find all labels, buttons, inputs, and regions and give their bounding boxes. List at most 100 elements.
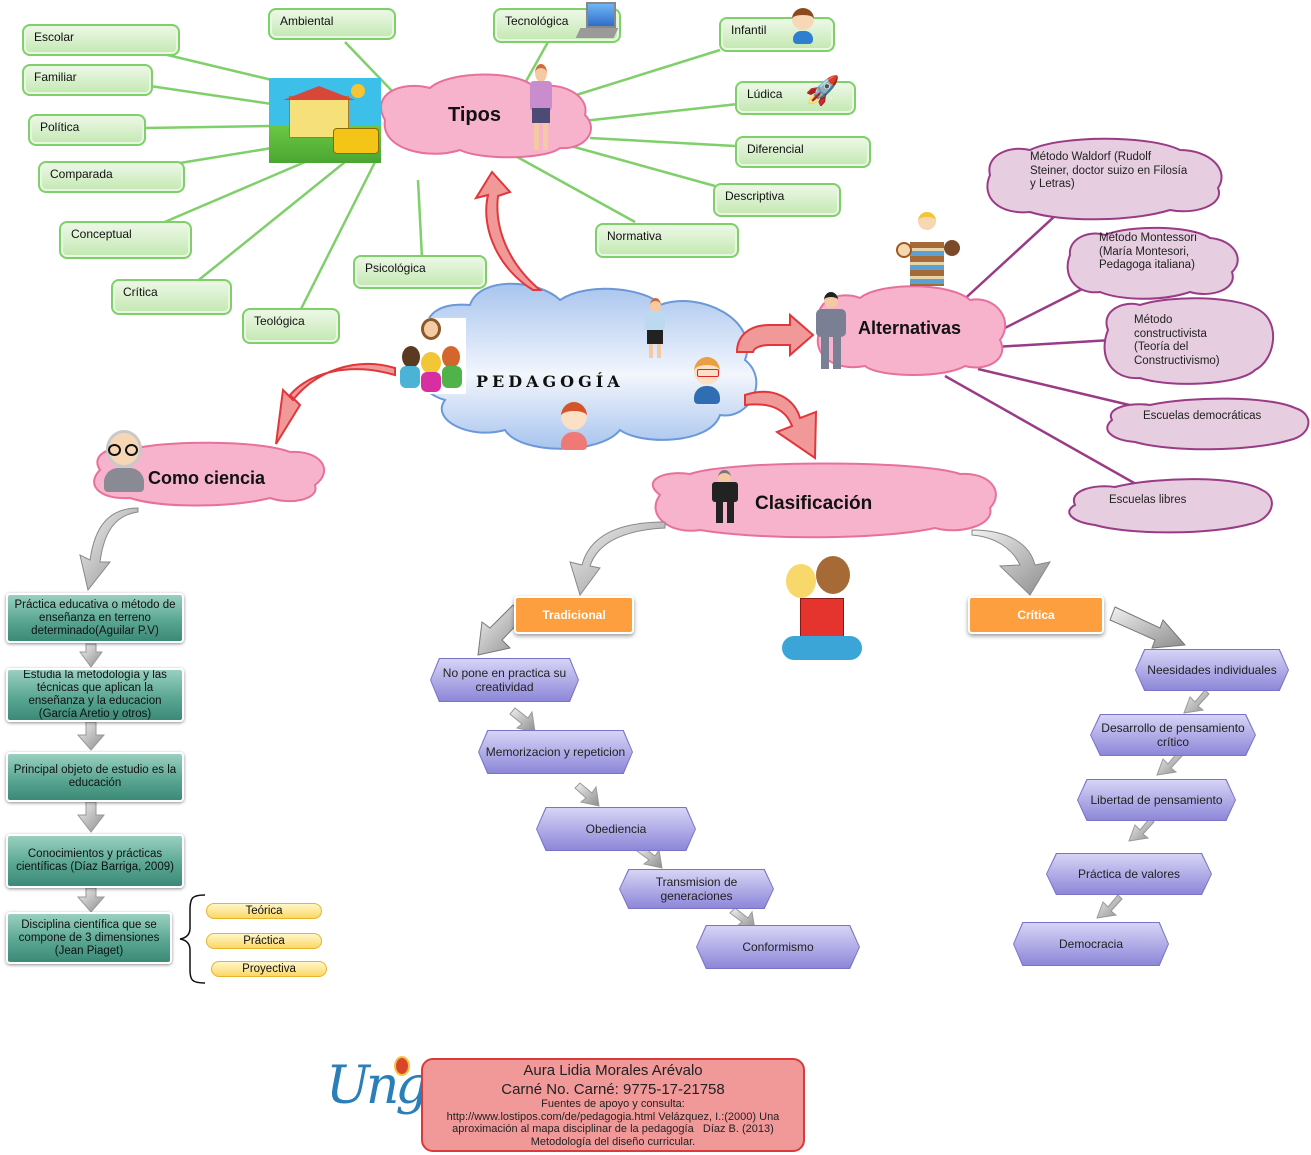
boy-avatar-icon [788,8,818,44]
ciencia-step-5[interactable]: Disciplina científica que se compone de … [6,912,172,964]
kids-books-illustration [892,212,962,288]
tradicional-item-3[interactable]: Obediencia [537,808,695,850]
alt-constructivista[interactable]: Método constructivista (Teoría del Const… [1134,314,1220,367]
alt-escuelas-libres[interactable]: Escuelas libres [1109,494,1187,506]
montessori-cloud [1066,226,1239,300]
tipo-descriptiva[interactable]: Descriptiva [713,183,841,217]
arrow-to-tipos [473,170,543,291]
tipo-critica[interactable]: Crítica [111,279,232,315]
critica-step-arrows [1096,689,1210,919]
constructivista-cloud [1103,297,1275,385]
sources-line-1: http://www.lostipos.com/de/pedagogia.htm… [446,1110,780,1123]
alternativas-cloud [816,285,1007,376]
tradicional-item-5[interactable]: Conformismo [697,926,859,968]
libres-cloud [1068,478,1273,534]
credits-box: Aura Lidia Morales Arévalo Carné No. Car… [421,1058,805,1152]
line-psicologica [416,179,424,259]
critica-item-3[interactable]: Libertad de pensamiento [1078,780,1235,820]
ung-shield-icon [394,1056,410,1076]
critica-item-1[interactable]: Neesidades individuales [1136,650,1288,690]
dimensions-brace [179,894,206,984]
rocket-icon: 🚀 [805,75,840,106]
tradicional-item-2[interactable]: Memorizacion y repeticion [479,731,632,773]
line-ambiental [344,41,394,93]
tipo-normativa[interactable]: Normativa [595,223,739,258]
line-libres [944,374,1151,494]
ung-logo: Ung [326,1056,429,1116]
line-familiar [149,84,273,106]
professor-avatar-icon [100,430,148,492]
tipo-diferencial[interactable]: Diferencial [735,136,871,168]
line-critica [194,161,346,284]
line-comparada [179,146,273,165]
tipo-familiar[interactable]: Familiar [22,64,153,96]
sun-icon [351,84,365,98]
ciencia-step-4[interactable]: Conocimientos y prácticas científicas (D… [6,834,184,888]
tipo-infantil[interactable]: Infantil [719,17,835,52]
tipo-escolar[interactable]: Escolar [22,24,180,56]
alt-waldorf[interactable]: Método Waldorf (Rudolf Steiner, doctor s… [1030,151,1188,190]
sources-line-3: Metodología del diseño curricular. [530,1135,696,1148]
sources-title: Fuentes de apoyo y consulta: [541,1098,685,1110]
arrow-to-alternativas [735,312,815,358]
dimension-proyectiva[interactable]: Proyectiva [211,961,327,977]
critica-box[interactable]: Crítica [968,596,1104,634]
center-title: PEDAGOGÍA [476,372,624,391]
businesswoman-gray-icon [812,292,850,370]
tradicional-item-1[interactable]: No pone en practica su creatividad [431,659,578,701]
tipo-ludica[interactable]: Lúdica [735,81,856,115]
tipo-psicologica[interactable]: Psicológica [353,255,487,289]
critica-item-5[interactable]: Democracia [1014,923,1168,965]
teal-step-arrows [76,643,106,913]
tipo-comparada[interactable]: Comparada [38,161,185,193]
dimension-teorica[interactable]: Teórica [206,903,322,919]
alt-escuelas-democraticas[interactable]: Escuelas democráticas [1143,410,1262,422]
ciencia-step-2[interactable]: Estudia la metodología y las técnicas qu… [6,668,184,722]
school-bus-icon [333,128,379,154]
dimension-practica[interactable]: Práctica [206,933,322,949]
boy-glasses-avatar-icon [689,357,725,405]
tipo-conceptual[interactable]: Conceptual [59,221,192,259]
arrow-to-tradicional [569,521,666,597]
pedagogia-cloud[interactable] [422,282,758,450]
girl-avatar-icon [558,402,590,450]
tipo-ambiental[interactable]: Ambiental [268,8,396,40]
line-descriptiva [559,141,716,188]
critica-item-2[interactable]: Desarrollo de pensamiento crítico [1091,715,1255,755]
clasificacion-title: Clasificación [755,493,873,514]
school-illustration [269,78,381,163]
line-infantil [572,48,721,98]
kids-reading-book-illustration [780,554,864,668]
tipo-teologica[interactable]: Teológica [242,308,340,344]
line-democraticas [977,367,1143,410]
line-ludica [582,102,739,123]
como-ciencia-title: Como ciencia [148,468,266,488]
author-name: Aura Lidia Morales Arévalo [523,1062,703,1079]
tipos-title: Tipos [448,104,501,126]
sources-line-2: aproximación al mapa disciplinar de la p… [452,1123,774,1135]
alt-montessori[interactable]: Método Montessori (María Montesori, Peda… [1099,232,1197,271]
line-politica [144,124,273,130]
businesswoman-icon [642,298,668,360]
ciencia-step-1[interactable]: Práctica educativa o método de enseñanza… [6,593,184,643]
arrow-to-como-ciencia [275,363,396,445]
line-conceptual [159,160,306,226]
tradicional-item-4[interactable]: Transmision de generaciones [620,870,773,908]
laptop-icon [575,2,619,42]
children-reading-illustration [396,318,466,394]
school-roof-icon [283,86,355,100]
ciencia-step-3[interactable]: Principal objeto de estudio es la educac… [6,752,184,802]
arrow-to-clasificacion [744,390,818,460]
businessman-icon [710,470,740,524]
line-diferencial [589,136,736,148]
line-teologica [298,161,377,312]
arrow-to-critica [971,529,1052,596]
arrow-to-como-ciencia-steps [79,507,139,592]
alternativas-title: Alternativas [858,318,962,338]
tradicional-box[interactable]: Tradicional [514,596,634,634]
author-carne: Carné No. Carné: 9775-17-21758 [501,1081,725,1098]
democraticas-cloud [1106,397,1310,451]
critica-item-4[interactable]: Práctica de valores [1047,854,1211,894]
tipo-politica[interactable]: Política [28,114,146,146]
